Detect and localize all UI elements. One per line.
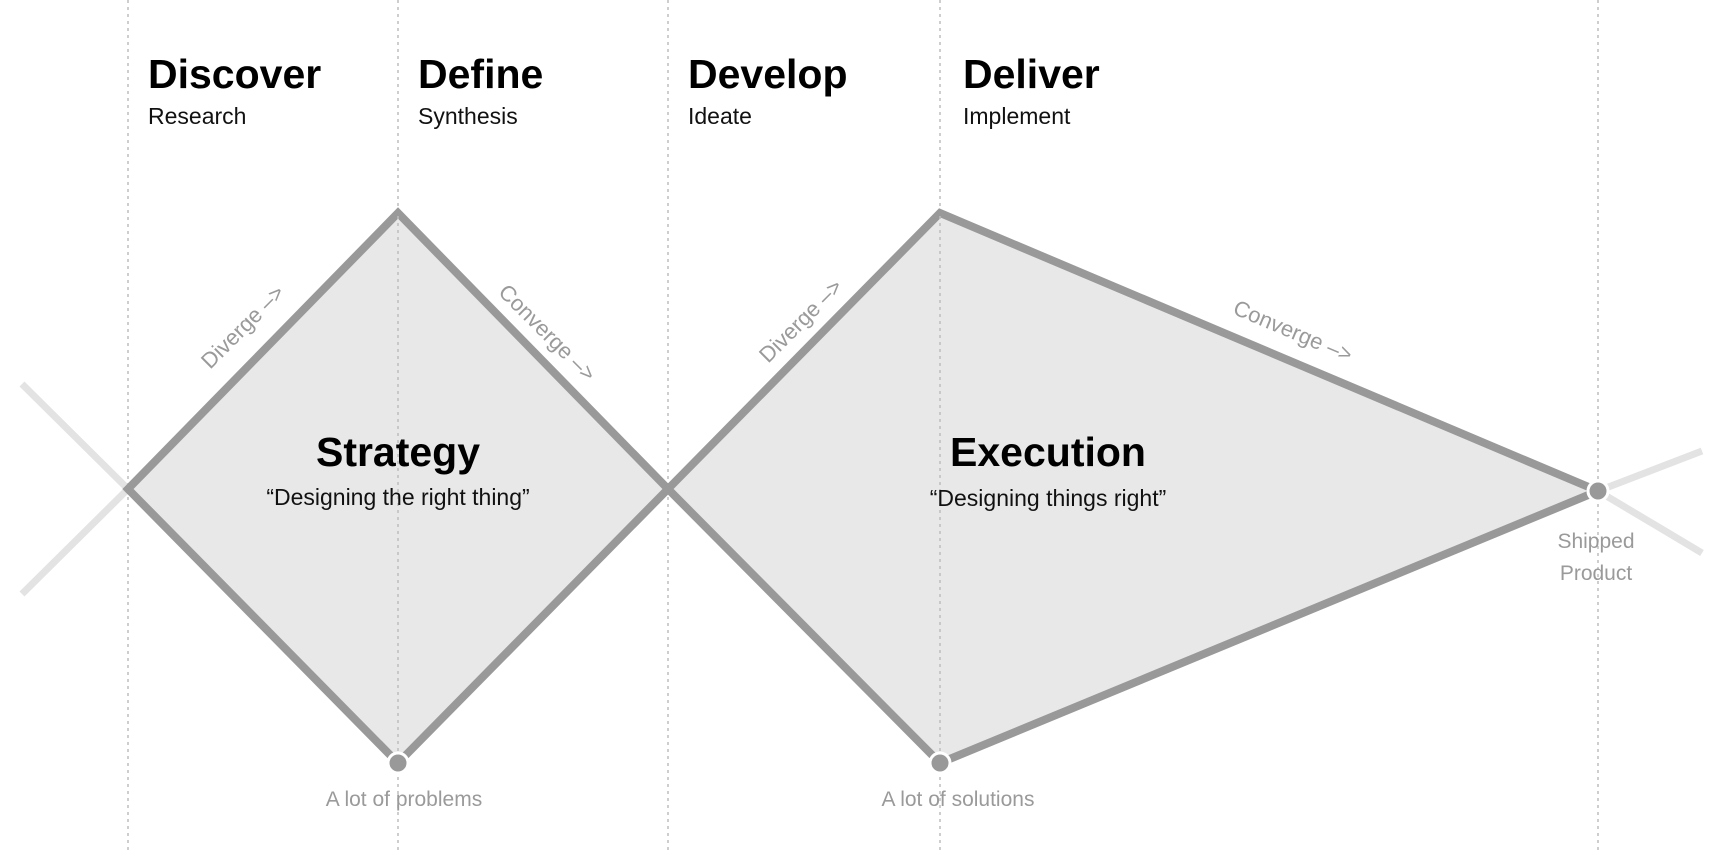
phase-subtitle-discover: Research — [148, 103, 246, 129]
phase-subtitle-define: Synthesis — [418, 103, 518, 129]
lead-in-lower — [19, 486, 131, 597]
solutions-point — [928, 751, 952, 775]
shipped-label-line2: Product — [1560, 562, 1633, 585]
execution-quote: “Designing things right” — [930, 485, 1167, 511]
solutions-label: A lot of solutions — [882, 788, 1035, 811]
lead-out-upper — [1596, 447, 1704, 495]
problems-label: A lot of problems — [326, 788, 482, 811]
strategy-quote: “Designing the right thing” — [266, 484, 529, 510]
phase-title-deliver: Deliver — [963, 51, 1100, 97]
problems-point — [386, 751, 410, 775]
lead-out-lower — [1596, 487, 1704, 557]
phase-subtitle-develop: Ideate — [688, 103, 752, 129]
lead-in-upper — [19, 381, 131, 492]
shipped-product-point — [1586, 479, 1610, 503]
shipped-label-line1: Shipped — [1557, 530, 1634, 553]
phase-title-develop: Develop — [688, 51, 848, 97]
phase-title-discover: Discover — [148, 51, 321, 97]
faint-strokes — [19, 381, 1704, 597]
execution-title: Execution — [950, 429, 1146, 475]
strategy-title: Strategy — [316, 429, 480, 475]
phase-title-define: Define — [418, 51, 543, 97]
phase-subtitle-deliver: Implement — [963, 103, 1071, 129]
